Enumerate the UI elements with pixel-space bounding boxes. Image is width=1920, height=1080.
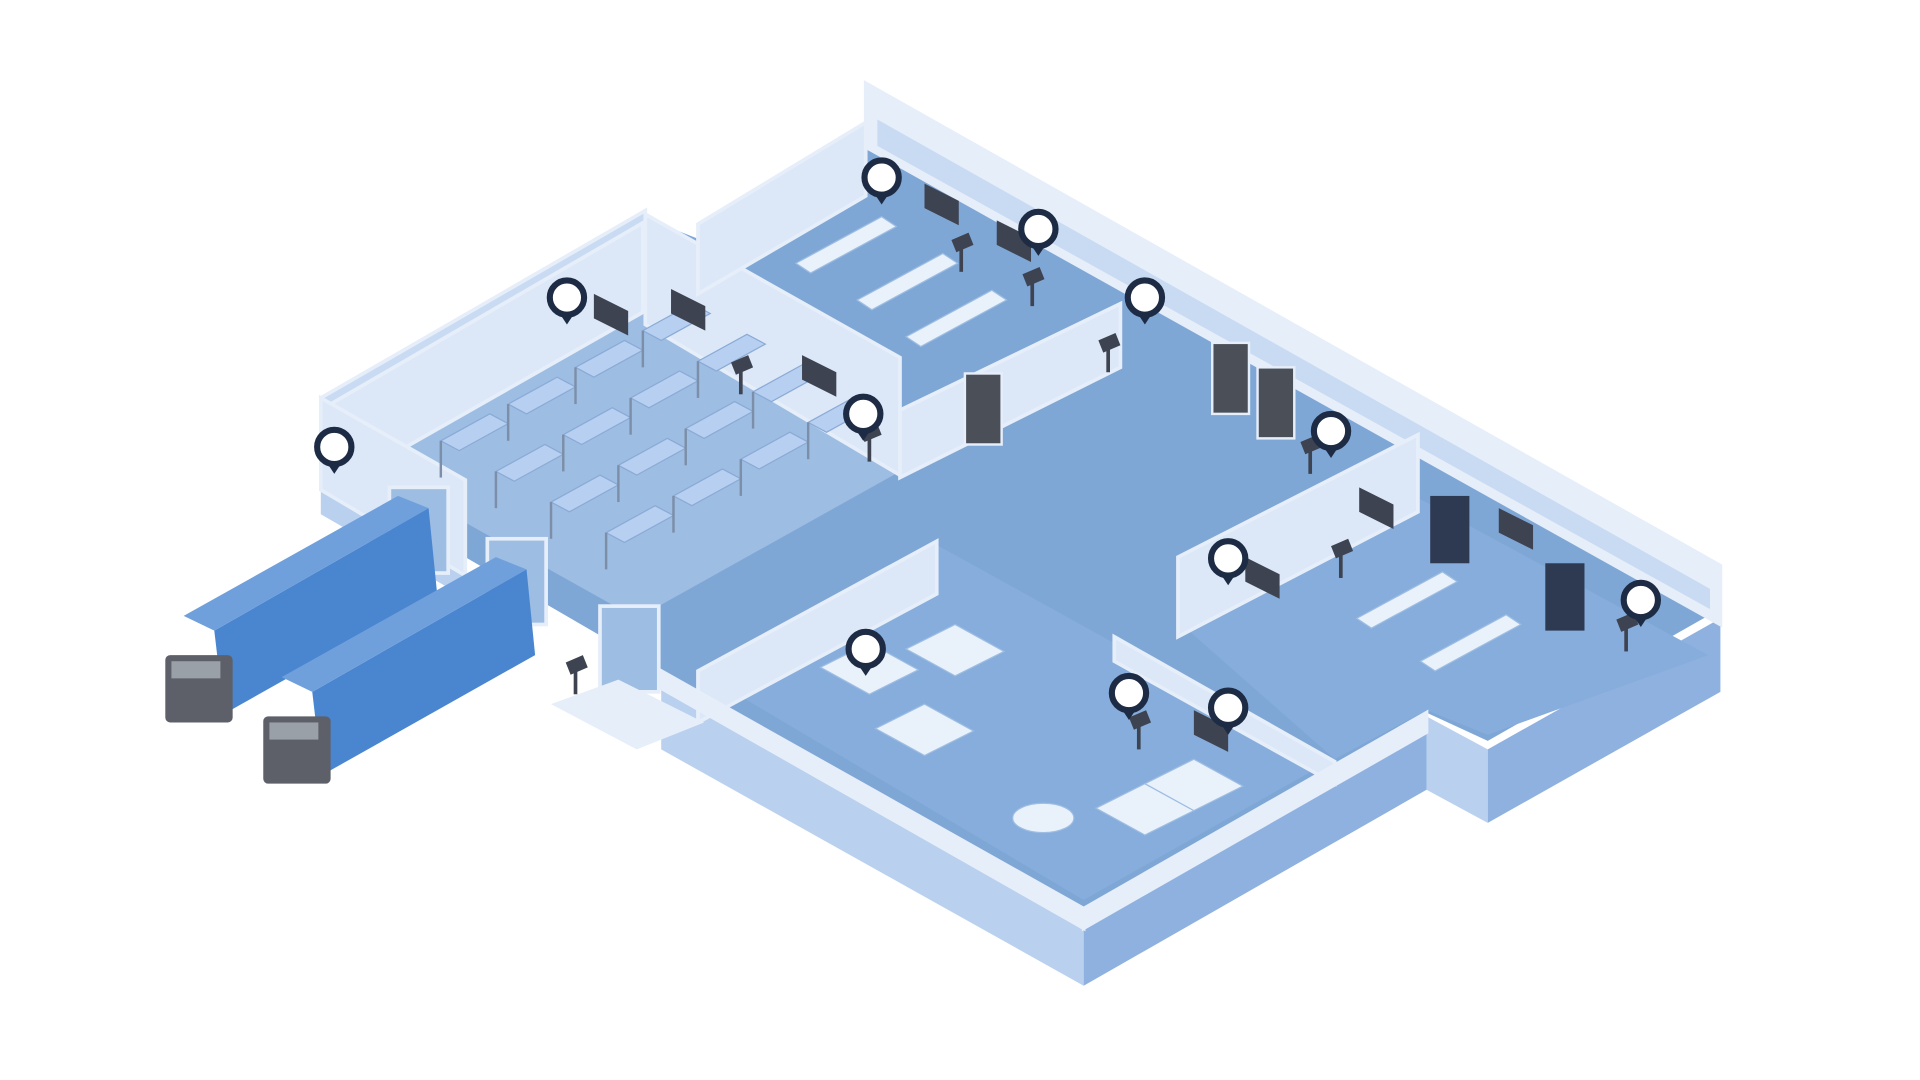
desk: [904, 289, 1008, 348]
shelf-rack-icon: [696, 333, 767, 372]
kiosk-terminal-icon: [1128, 710, 1152, 730]
kiosk-terminal-icon: [1022, 266, 1045, 287]
monitor-screen-icon: [593, 293, 629, 336]
truck-trailer-top: [281, 557, 527, 692]
pin-ring: [843, 393, 884, 435]
base-front-right-face: [1083, 716, 1427, 986]
door-icon: [1256, 366, 1296, 440]
production-machine: [1143, 758, 1245, 812]
location-pin-icon[interactable]: [1620, 579, 1662, 627]
production-machine: [904, 623, 1006, 677]
location-pin-icon[interactable]: [845, 628, 886, 676]
desk: [794, 216, 898, 274]
production-machine: [874, 703, 975, 757]
desk: [1355, 571, 1459, 629]
monitor-screen-icon: [1359, 487, 1394, 529]
location-pin-icon[interactable]: [314, 426, 355, 474]
kiosk-terminal-icon: [1331, 538, 1354, 559]
pin-ring: [861, 157, 902, 198]
pin-ring: [1207, 687, 1249, 728]
truck-windshield: [269, 722, 319, 740]
door-icon: [963, 372, 1003, 446]
monitor-screen-icon: [1193, 710, 1229, 752]
monitor-screen-icon: [996, 220, 1032, 263]
desk: [1419, 613, 1523, 672]
location-pins: [314, 157, 1662, 735]
pin-ring: [1018, 208, 1059, 250]
pin-ring: [1207, 538, 1249, 579]
pin-ring: [546, 277, 588, 318]
location-pin-icon[interactable]: [861, 157, 902, 205]
location-pin-icon[interactable]: [546, 277, 588, 325]
front-right-wall: [1081, 709, 1429, 932]
pin-ring: [1310, 410, 1352, 452]
pin-ring: [1620, 579, 1662, 621]
tank: [1012, 802, 1075, 834]
server-cabinet-icon: [1430, 495, 1470, 564]
right-back-wall-face: [873, 113, 1714, 616]
truck-trailer-top: [183, 495, 429, 631]
location-pin-icon[interactable]: [1018, 208, 1059, 256]
pin-ring: [845, 628, 886, 670]
kiosk-terminal-icon: [951, 232, 974, 253]
base-right-ext-front: [1426, 716, 1488, 823]
location-pin-icon[interactable]: [1310, 410, 1352, 458]
truck-trailer: [214, 508, 438, 714]
trucks: [165, 495, 536, 784]
pin-ring: [314, 426, 355, 468]
truck-windshield: [171, 661, 221, 679]
pin-ring: [1108, 672, 1150, 714]
server-cabinet-icon: [1545, 563, 1585, 631]
location-pin-icon[interactable]: [1108, 672, 1150, 720]
location-pin-icon[interactable]: [843, 393, 884, 441]
loading-dock-door: [598, 604, 661, 694]
office-divider-wall: [1176, 431, 1420, 640]
location-pin-icon[interactable]: [1207, 538, 1249, 586]
monitor-screen-icon: [924, 183, 959, 226]
monitor-screen-icon: [671, 288, 706, 331]
kiosk-terminal-icon: [565, 655, 588, 675]
base-front-left-face: [661, 673, 1084, 986]
monitor-screen-icon: [802, 355, 837, 397]
upper-back-wall: [696, 119, 868, 298]
meeting-room-wall: [898, 300, 1123, 481]
monitor-screen-icon: [1498, 508, 1534, 550]
door-icon: [1211, 341, 1251, 416]
truck-trailer: [312, 569, 536, 776]
kiosk-terminal-icon: [1098, 333, 1121, 353]
kiosk-terminal-icon: [731, 355, 754, 375]
desk: [855, 252, 959, 311]
pin-ring: [1124, 277, 1166, 318]
location-pin-icon[interactable]: [1124, 277, 1166, 325]
entry-stairs: [551, 679, 705, 750]
location-pin-icon[interactable]: [1207, 687, 1249, 735]
monitor-screen-icon: [1245, 557, 1280, 599]
